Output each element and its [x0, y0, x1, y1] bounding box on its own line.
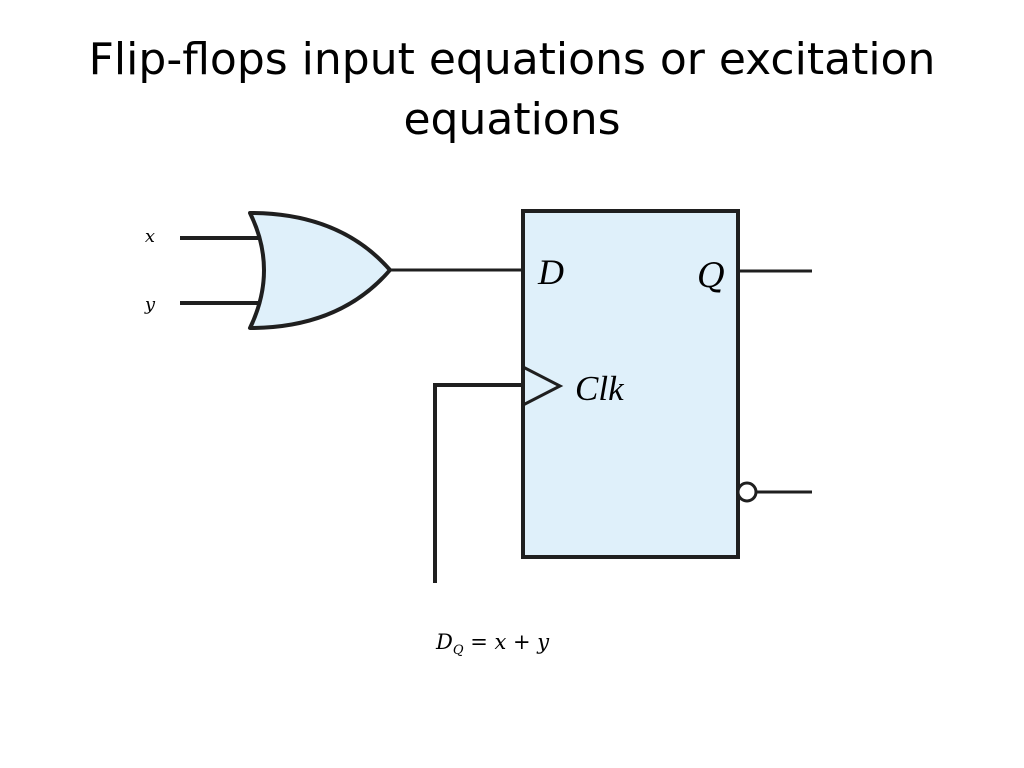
- equation-lhs: D: [436, 630, 453, 654]
- excitation-equation: DQ = x + y: [436, 630, 549, 658]
- clock-triangle-icon: [522, 365, 564, 407]
- inversion-bubble-icon: [736, 481, 758, 503]
- q-output-label: Q: [697, 256, 725, 296]
- d-input-label: D: [537, 252, 564, 292]
- equation-rhs: = x + y: [470, 630, 550, 654]
- clk-input-label: Clk: [575, 369, 625, 408]
- slide-title: Flip-flops input equations or excitation…: [88, 34, 936, 145]
- input-label-y: y: [144, 294, 156, 315]
- input-label-x: x: [145, 226, 155, 247]
- or-gate: [248, 211, 392, 330]
- wire-clock: [433, 383, 523, 583]
- equation-lhs-subscript: Q: [452, 643, 464, 659]
